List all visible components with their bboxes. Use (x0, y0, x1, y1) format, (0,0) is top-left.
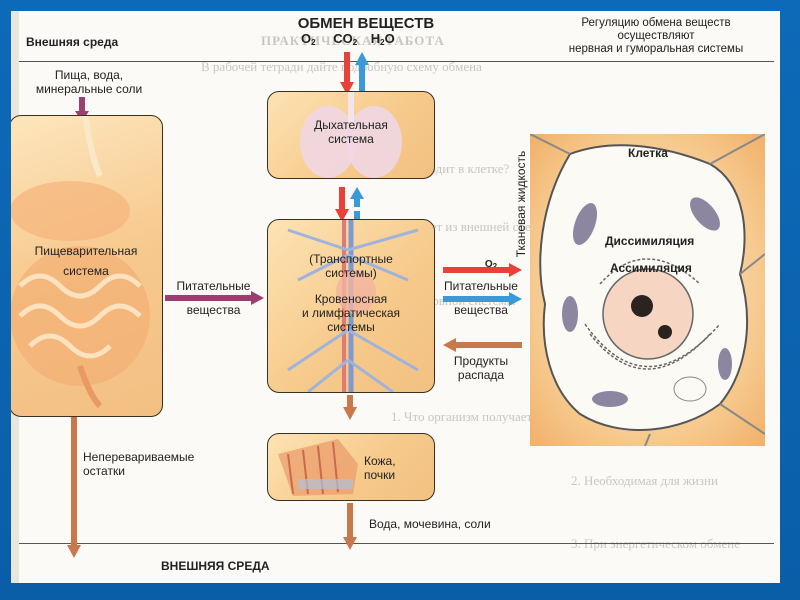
regulation-line: нервная и гуморальная системы (568, 43, 744, 55)
tissue-fluid-label-wrap: Тканевая жидкость (514, 129, 528, 279)
cell-title: Клетка (628, 146, 668, 160)
arrow-o2-to-cell (443, 263, 522, 277)
excretion-output-label: Вода, мочевина, соли (369, 517, 491, 531)
diagram-title: ОБМЕН ВЕЩЕСТВ (297, 15, 435, 32)
respiratory-system-box: Дыхательная система (267, 91, 435, 179)
bg-text: 2. Необходимая для жизни (571, 473, 718, 488)
food-input-label: Пища, вода, минеральные соли (35, 68, 143, 96)
cell-illustration (530, 134, 765, 446)
arrow-resp-to-blood (335, 187, 349, 222)
intestine-illustration (11, 116, 150, 409)
arrow-undigested-out (67, 417, 81, 558)
dissimilation-label: Диссимиляция (605, 234, 695, 248)
bg-text: В рабочей тетради дайте подробную схему … (201, 59, 482, 74)
arrow-o2-down (340, 52, 354, 95)
decay-products-label: Продукты распада (453, 354, 509, 382)
transport-system-box: (Транспортные системы) Кровеносная и лим… (267, 219, 435, 393)
digestive-label: Пищеварительная система (34, 244, 138, 278)
arrow-nutrients-to-blood (165, 291, 264, 305)
bg-text: 3. При энергетическом обмене (571, 536, 740, 551)
skin-kidney-illustration (278, 439, 358, 496)
arrow-excretion-out (343, 503, 357, 550)
undigested-label: Неперевариваемые остатки (83, 450, 195, 478)
co2-label: CO2 (333, 31, 358, 48)
regulation-line: Регуляцию обмена веществ (581, 17, 731, 29)
digestive-system-box: Пищеварительная система (11, 115, 163, 417)
regulation-note: Регуляцию обмена веществ осуществляют не… (536, 17, 776, 56)
external-env-label: Внешняя среда (26, 35, 119, 49)
lungs-illustration (300, 92, 402, 178)
gas-labels: O2 CO2 H2O (301, 32, 395, 50)
o2-cell-label: O2 (484, 259, 498, 271)
nutrients-label-right: Питательные вещества (444, 279, 518, 317)
excretory-system-box: Кожа, почки (267, 433, 435, 501)
arrow-decay-from-cell (443, 338, 522, 352)
header-divider (19, 61, 774, 62)
bg-text: 1. Что организм получает: (391, 409, 536, 424)
footer-divider (19, 543, 774, 544)
circulatory-illustration (287, 220, 419, 392)
footer-external-env: ВНЕШНЯЯ СРЕДА (161, 559, 270, 573)
diagram-page: ПРАКТИЧЕСКАЯ РАБОТА В рабочей тетради да… (11, 11, 780, 583)
transport-label: (Транспортные системы) Кровеносная и лим… (301, 252, 401, 334)
o2-label: O2 (301, 31, 316, 48)
arrow-co2-up (355, 52, 369, 95)
bg-text: ПРАКТИЧЕСКАЯ РАБОТА (261, 33, 445, 48)
nutrients-label-left: Питательные вещества (176, 279, 251, 317)
respiratory-label: Дыхательная система (314, 118, 388, 146)
arrow-blood-to-excretory (343, 395, 357, 420)
h2o-label: H2O (370, 31, 395, 48)
regulation-line: осуществляют (617, 30, 695, 42)
arrow-nutrients-to-cell (443, 292, 522, 306)
excretory-label: Кожа, почки (364, 454, 396, 482)
arrow-blood-to-resp (350, 187, 364, 222)
tissue-fluid-label: Тканевая жидкость (514, 150, 528, 258)
assimilation-label: Ассимиляция (610, 261, 692, 275)
cell-illustration-area: Клетка Диссимиляция Ассимиляция (530, 134, 765, 446)
